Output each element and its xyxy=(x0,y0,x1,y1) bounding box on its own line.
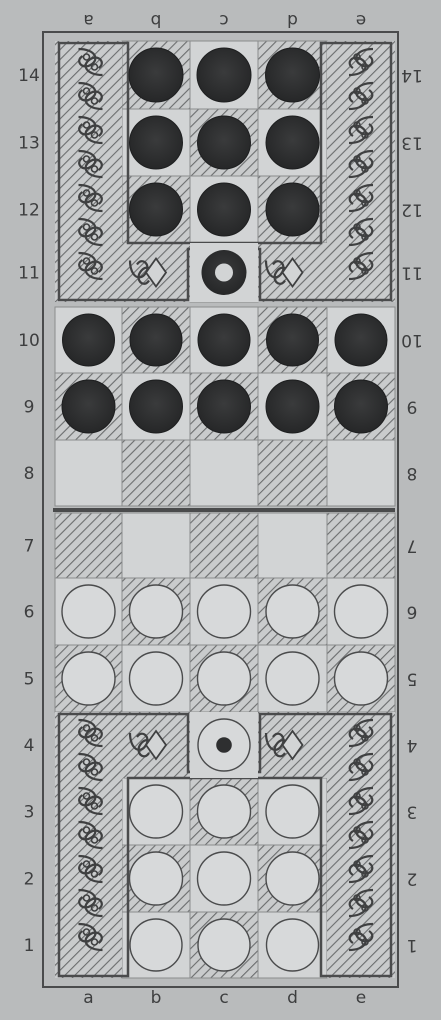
rank-label-right: 10 xyxy=(401,330,423,350)
black-piece-e10[interactable] xyxy=(335,314,387,366)
rank-label-left: 14 xyxy=(18,66,40,86)
black-piece-a9[interactable] xyxy=(62,380,115,433)
rank-label-right: 5 xyxy=(407,669,418,689)
rank-label-left: 5 xyxy=(24,670,35,690)
rank-label-left: 12 xyxy=(18,201,40,221)
white-piece-a5[interactable] xyxy=(62,652,115,705)
rank-label-right: 7 xyxy=(407,536,418,556)
file-label-top: b xyxy=(151,10,162,30)
white-piece-d1[interactable] xyxy=(267,919,319,971)
fortress-square-a11[interactable] xyxy=(55,243,122,302)
white-piece-d6[interactable] xyxy=(266,585,319,638)
rank-label-right: 8 xyxy=(407,463,418,483)
rank-label-right: 13 xyxy=(401,133,423,153)
rank-label-left: 7 xyxy=(24,537,35,557)
black-piece-d12[interactable] xyxy=(266,183,319,236)
white-piece-c5[interactable] xyxy=(198,652,251,705)
rank-label-left: 11 xyxy=(18,264,40,284)
white-piece-b5[interactable] xyxy=(130,652,183,705)
white-piece-c3[interactable] xyxy=(198,785,251,838)
board-square-d8[interactable] xyxy=(258,440,327,506)
rank-label-right: 4 xyxy=(407,735,418,755)
board-square-b8[interactable] xyxy=(122,440,190,506)
white-piece-d3[interactable] xyxy=(266,785,319,838)
board-square-e7[interactable] xyxy=(327,513,395,578)
black-piece-b9[interactable] xyxy=(130,380,183,433)
black-piece-b13[interactable] xyxy=(130,116,183,169)
file-label-top: a xyxy=(83,10,93,30)
king-center-mark xyxy=(215,264,233,282)
fortress-square-e11[interactable] xyxy=(327,243,395,302)
file-label-bottom: b xyxy=(151,988,162,1008)
file-label-bottom: a xyxy=(83,988,93,1008)
rank-label-right: 2 xyxy=(407,869,418,889)
rank-label-left: 10 xyxy=(18,331,40,351)
black-piece-d14[interactable] xyxy=(266,48,320,102)
black-piece-d13[interactable] xyxy=(266,116,319,169)
black-piece-d10[interactable] xyxy=(267,314,319,366)
board-square-a8[interactable] xyxy=(55,440,122,506)
white-piece-b3[interactable] xyxy=(130,785,183,838)
rank-label-left: 9 xyxy=(24,398,35,418)
rank-label-right: 12 xyxy=(401,200,423,220)
white-piece-e5[interactable] xyxy=(335,652,388,705)
board-square-a7[interactable] xyxy=(55,513,122,578)
black-piece-b10[interactable] xyxy=(130,314,182,366)
file-label-top: e xyxy=(356,10,366,30)
white-piece-e6[interactable] xyxy=(335,585,388,638)
black-piece-c13[interactable] xyxy=(198,116,251,169)
white-piece-b2[interactable] xyxy=(130,852,183,905)
rank-label-left: 6 xyxy=(24,603,35,623)
rank-label-right: 11 xyxy=(401,263,423,283)
board-square-d7[interactable] xyxy=(258,513,327,578)
rank-label-right: 9 xyxy=(407,397,418,417)
rank-label-left: 4 xyxy=(24,736,35,756)
king-center-mark xyxy=(216,737,232,753)
white-piece-c6[interactable] xyxy=(198,585,251,638)
rank-label-left: 13 xyxy=(18,134,40,154)
black-piece-c9[interactable] xyxy=(198,380,251,433)
white-piece-a6[interactable] xyxy=(62,585,115,638)
white-piece-c2[interactable] xyxy=(198,852,251,905)
file-label-top: c xyxy=(219,10,228,30)
rank-label-right: 1 xyxy=(407,935,418,955)
rank-label-left: 1 xyxy=(24,936,35,956)
black-piece-b12[interactable] xyxy=(130,183,183,236)
white-piece-b6[interactable] xyxy=(130,585,183,638)
black-piece-a10[interactable] xyxy=(63,314,115,366)
file-label-bottom: d xyxy=(287,988,298,1008)
black-piece-c14[interactable] xyxy=(197,48,251,102)
white-piece-d2[interactable] xyxy=(266,852,319,905)
board-square-c8[interactable] xyxy=(190,440,258,506)
file-label-top: d xyxy=(287,10,298,30)
white-piece-b1[interactable] xyxy=(130,919,182,971)
rank-label-left: 2 xyxy=(24,870,35,890)
white-piece-d5[interactable] xyxy=(266,652,319,705)
black-piece-d9[interactable] xyxy=(266,380,319,433)
rank-label-right: 3 xyxy=(407,802,418,822)
rank-label-right: 6 xyxy=(407,602,418,622)
rank-label-left: 8 xyxy=(24,464,35,484)
board-square-c7[interactable] xyxy=(190,513,258,578)
rank-label-left: 3 xyxy=(24,803,35,823)
file-label-bottom: c xyxy=(219,988,228,1008)
white-piece-c1[interactable] xyxy=(198,919,250,971)
black-piece-b14[interactable] xyxy=(129,48,183,102)
black-piece-e9[interactable] xyxy=(335,380,388,433)
fortress-square-e1[interactable] xyxy=(327,912,395,978)
file-label-bottom: e xyxy=(356,988,366,1008)
black-piece-c10[interactable] xyxy=(198,314,250,366)
board-square-b7[interactable] xyxy=(122,513,190,578)
rank-label-right: 14 xyxy=(401,65,423,85)
board-square-e8[interactable] xyxy=(327,440,395,506)
black-piece-c12[interactable] xyxy=(198,183,251,236)
